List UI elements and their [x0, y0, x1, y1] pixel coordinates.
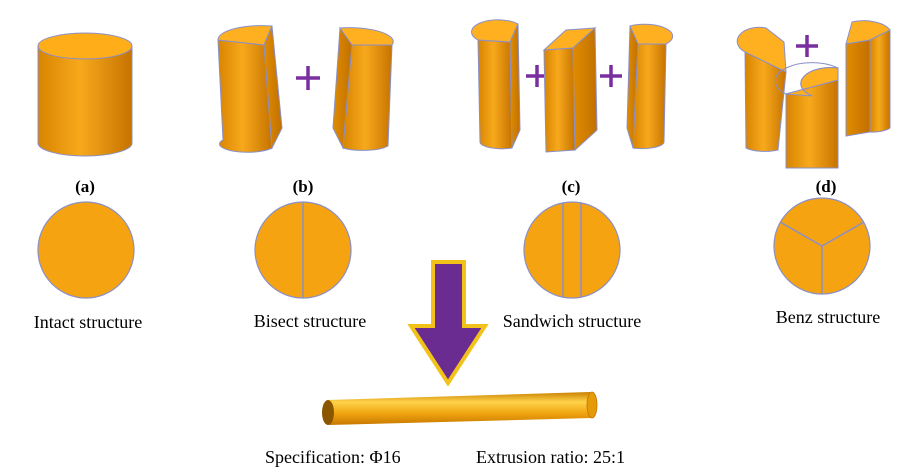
sandwich-middle-piece-3d	[542, 26, 598, 153]
down-arrow-icon	[407, 260, 489, 387]
extrusion-ratio-label: Extrusion ratio: 25:1	[476, 447, 625, 467]
extruded-rod	[322, 391, 598, 425]
benz-right-piece-3d	[845, 20, 891, 137]
bisect-left-half-3d	[217, 25, 283, 153]
bisect-cross-section	[254, 201, 352, 299]
label-letter-d: (d)	[816, 177, 837, 196]
intact-cylinder-3d	[37, 32, 133, 157]
label-letter-b: (b)	[293, 177, 314, 196]
benz-left-piece-3d	[736, 26, 787, 152]
label-letter-a: (a)	[75, 177, 95, 196]
sandwich-left-piece-3d	[471, 19, 521, 150]
label-bisect-structure: Bisect structure	[254, 311, 366, 331]
specification-label: Specification: Φ16	[265, 447, 401, 467]
plus-icon	[796, 35, 818, 57]
sandwich-right-piece-3d	[626, 23, 674, 150]
bisect-right-half-3d	[332, 26, 394, 151]
sandwich-cross-section	[523, 201, 621, 299]
benz-cross-section	[773, 197, 871, 295]
label-benz-structure: Benz structure	[776, 307, 880, 327]
label-sandwich-structure: Sandwich structure	[503, 311, 641, 331]
intact-cross-section	[37, 201, 135, 299]
plus-icon	[296, 66, 320, 90]
benz-front-piece-3d	[774, 62, 839, 169]
label-letter-c: (c)	[562, 177, 581, 196]
label-intact-structure: Intact structure	[34, 312, 142, 332]
plus-icon	[600, 65, 622, 87]
